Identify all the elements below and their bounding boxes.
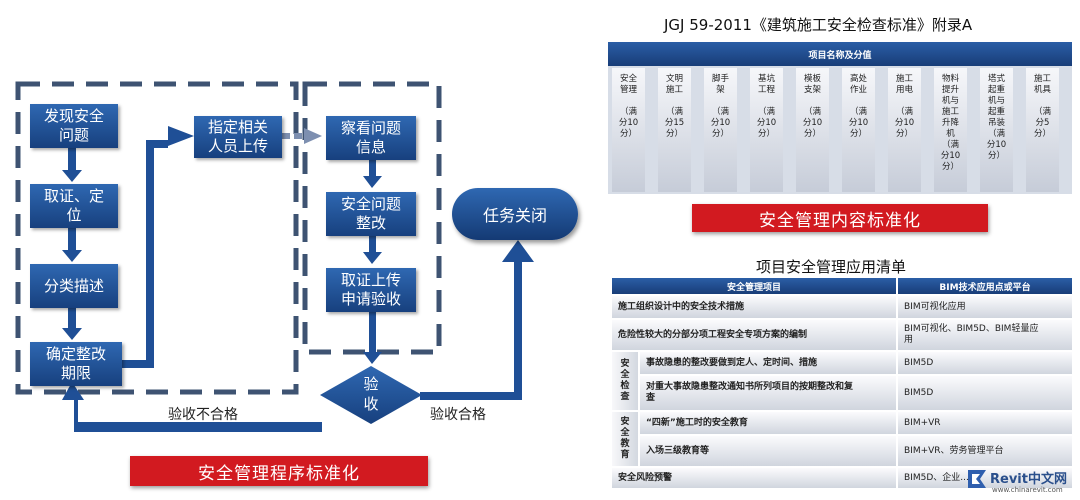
checklist-item: 施工组织设计中的安全技术措施 bbox=[612, 296, 896, 318]
revit-logo-icon bbox=[968, 470, 986, 488]
classify-describe-box: 分类描述 bbox=[30, 264, 118, 308]
standard-item: 施工 机具 （满 分5 分） bbox=[1026, 68, 1059, 192]
dashed-frame-left bbox=[15, 81, 299, 395]
checklist-item: 安全风险预警 bbox=[612, 468, 896, 488]
watermark: Revit中文网 www.chinarevit.com bbox=[966, 466, 1076, 498]
checklist-tech: BIM可视化、BIM5D、BIM轻量应 用 bbox=[898, 320, 1072, 350]
checklist-item: 危险性较大的分部分项工程安全专项方案的编制 bbox=[612, 320, 896, 350]
watermark-brand: Revit中文网 bbox=[990, 472, 1067, 487]
task-close-node: 任务关闭 bbox=[452, 188, 578, 240]
checklist-col1-header: 安全管理项目 bbox=[612, 278, 896, 294]
standards-table: 项目名称及分值 安全 管理 （满 分10 分） 文明 施工 （满 分15 分） … bbox=[608, 42, 1072, 194]
accept-label: 验 收 bbox=[363, 375, 379, 413]
checklist-tech: BIM5D bbox=[898, 352, 1072, 374]
standard-item: 文明 施工 （满 分15 分） bbox=[658, 68, 691, 192]
checklist-item: 入场三级教育等 bbox=[640, 436, 896, 466]
content-banner: 安全管理内容标准化 bbox=[692, 204, 988, 232]
assign-upload-box: 指定相关 人员上传 bbox=[194, 116, 282, 158]
upload-request-box: 取证上传 申请验收 bbox=[326, 268, 416, 312]
set-deadline-box: 确定整改 期限 bbox=[30, 342, 122, 386]
checklist-tech: BIM5D、企业... bbox=[898, 468, 1072, 488]
standard-item: 高处 作业 （满 分10 分） bbox=[842, 68, 875, 192]
review-info-box: 察看问题 信息 bbox=[326, 116, 416, 160]
group-safety-inspection: 安 全 检 查 bbox=[612, 352, 638, 410]
standard-item: 脚手 架 （满 分10 分） bbox=[704, 68, 737, 192]
standard-item: 塔式 起重 机与 起重 吊装 （满 分10 分） bbox=[980, 68, 1013, 192]
standards-title: JGJ 59-2011《建筑施工安全检查标准》附录A bbox=[664, 16, 973, 34]
standard-item: 安全 管理 （满 分10 分） bbox=[612, 68, 645, 192]
checklist-table: 安全管理项目 BIM技术应用点或平台 施工组织设计中的安全技术措施 BIM可视化… bbox=[612, 278, 1072, 488]
checklist-tech: BIM5D bbox=[898, 376, 1072, 410]
standard-item: 模板 支架 （满 分10 分） bbox=[796, 68, 829, 192]
checklist-item: 事故隐患的整改要做到定人、定时间、措施 bbox=[640, 352, 896, 374]
checklist-item: 对重大事故隐患整改通知书所列项目的按期整改和复 查 bbox=[640, 376, 896, 410]
group-safety-education: 安 全 教 育 bbox=[612, 412, 638, 466]
rectify-box: 安全问题 整改 bbox=[326, 192, 416, 236]
checklist-col2-header: BIM技术应用点或平台 bbox=[898, 278, 1072, 294]
procedure-banner: 安全管理程序标准化 bbox=[130, 456, 428, 486]
accept-decision-diamond bbox=[320, 366, 422, 424]
standards-header: 项目名称及分值 bbox=[608, 42, 1072, 66]
standard-item: 施工 用电 （满 分10 分） bbox=[888, 68, 921, 192]
checklist-item: “四新”施工时的安全教育 bbox=[640, 412, 896, 434]
checklist-tech: BIM+VR bbox=[898, 412, 1072, 434]
flow-connectors bbox=[15, 81, 534, 432]
evidence-locate-box: 取证、定 位 bbox=[30, 184, 118, 228]
watermark-url: www.chinarevit.com bbox=[992, 486, 1063, 494]
checklist-tech: BIM可视化应用 bbox=[898, 296, 1072, 318]
discover-issue-box: 发现安全 问题 bbox=[30, 104, 118, 148]
checklist-tech: BIM+VR、劳务管理平台 bbox=[898, 436, 1072, 466]
fail-label: 验收不合格 bbox=[168, 407, 238, 423]
pass-label: 验收合格 bbox=[430, 407, 486, 423]
standard-item: 物料 提升 机与 施工 升降 机 （满 分10 分） bbox=[934, 68, 967, 192]
checklist-title: 项目安全管理应用清单 bbox=[756, 258, 907, 276]
standard-item: 基坑 工程 （满 分10 分） bbox=[750, 68, 783, 192]
